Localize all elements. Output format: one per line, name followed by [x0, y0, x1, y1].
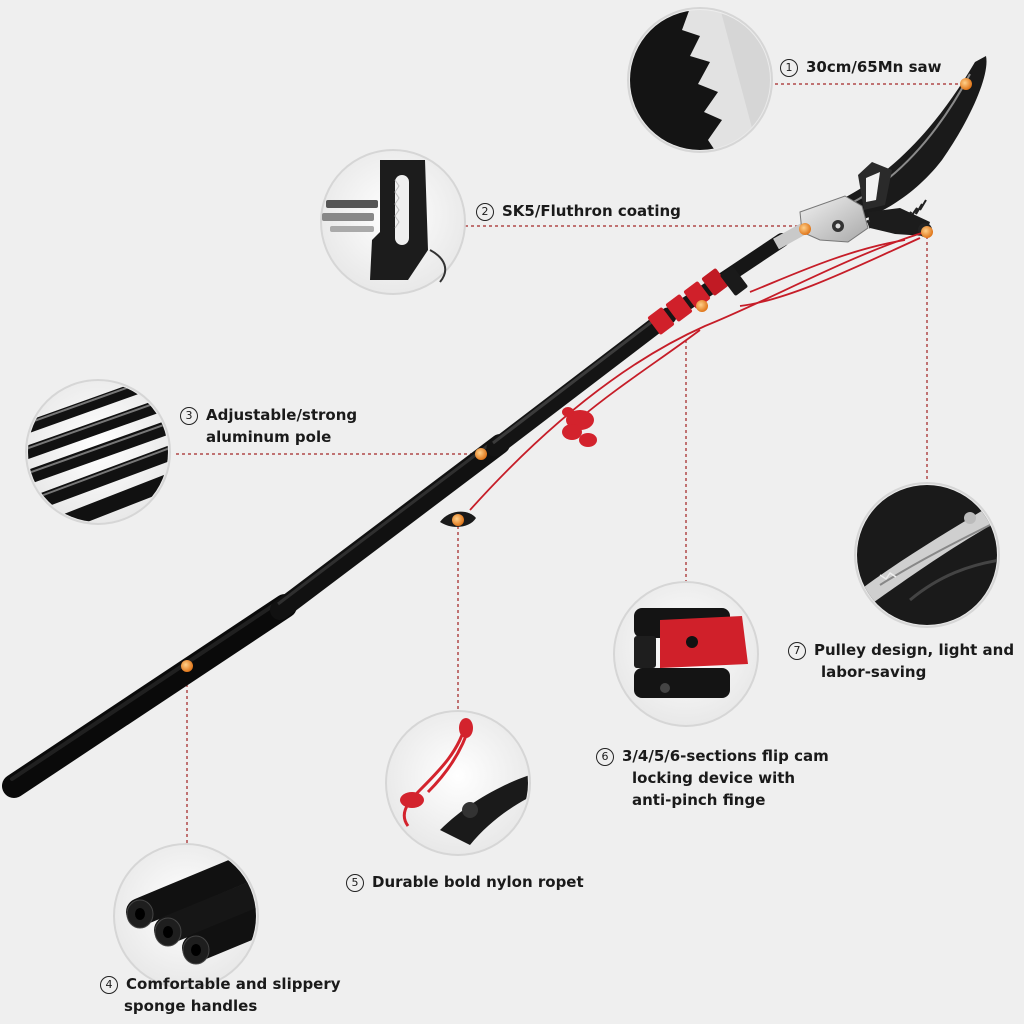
dot-3 — [475, 448, 487, 460]
callout-text-6c: anti-pinch finge — [632, 791, 766, 809]
dot-7 — [921, 226, 933, 238]
callout-text-2: SK5/Fluthron coating — [502, 202, 681, 220]
callout-label-3: 3 Adjustable/strong aluminum pole — [180, 404, 357, 448]
callout-number-6: 6 — [596, 748, 614, 766]
detail-saw-teeth — [627, 7, 773, 153]
callout-number-3: 3 — [180, 407, 198, 425]
callout-text-7b: labor-saving — [821, 663, 927, 681]
dot-4 — [181, 660, 193, 672]
ropes — [469, 231, 926, 511]
dot-5 — [452, 514, 464, 526]
detail-flip-cam-lock — [613, 581, 759, 727]
callout-text-4b: sponge handles — [124, 997, 258, 1015]
detail-aluminum-poles — [25, 379, 171, 525]
callout-label-1: 1 30cm/65Mn saw — [780, 56, 941, 78]
dot-1 — [960, 78, 972, 90]
callout-number-1: 1 — [780, 59, 798, 77]
callout-text-6b: locking device with — [632, 769, 796, 787]
detail-nylon-rope — [385, 710, 531, 856]
callout-text-5: Durable bold nylon ropet — [372, 873, 584, 891]
leader-lines — [176, 83, 966, 850]
detail-sponge-handles — [113, 843, 259, 989]
callout-dots — [181, 78, 972, 672]
callout-text-6a: 3/4/5/6-sections flip cam — [622, 747, 829, 765]
detail-pulley — [854, 482, 1000, 628]
callout-label-6: 6 3/4/5/6-sections flip cam locking devic… — [596, 745, 829, 811]
callout-label-2: 2 SK5/Fluthron coating — [476, 200, 681, 222]
pruner-head — [799, 162, 932, 243]
callout-text-7a: Pulley design, light and — [814, 641, 1015, 659]
callout-number-2: 2 — [476, 203, 494, 221]
callout-number-5: 5 — [346, 874, 364, 892]
detail-coated-blade — [320, 149, 466, 295]
callout-text-1: 30cm/65Mn saw — [806, 58, 942, 76]
callout-text-3a: Adjustable/strong — [206, 406, 358, 424]
locking-clamps — [647, 266, 748, 335]
callout-number-7: 7 — [788, 642, 806, 660]
dot-6 — [696, 300, 708, 312]
callout-text-3b: aluminum pole — [206, 428, 332, 446]
callout-number-4: 4 — [100, 976, 118, 994]
rope-bundle — [562, 407, 597, 447]
callout-label-7: 7 Pulley design, light and labor-saving — [788, 639, 1014, 683]
callout-label-4: 4 Comfortable and slippery sponge handles — [100, 973, 341, 1017]
callout-text-4a: Comfortable and slippery — [126, 975, 341, 993]
dot-2 — [799, 223, 811, 235]
callout-label-5: 5 Durable bold nylon ropet — [346, 871, 584, 893]
